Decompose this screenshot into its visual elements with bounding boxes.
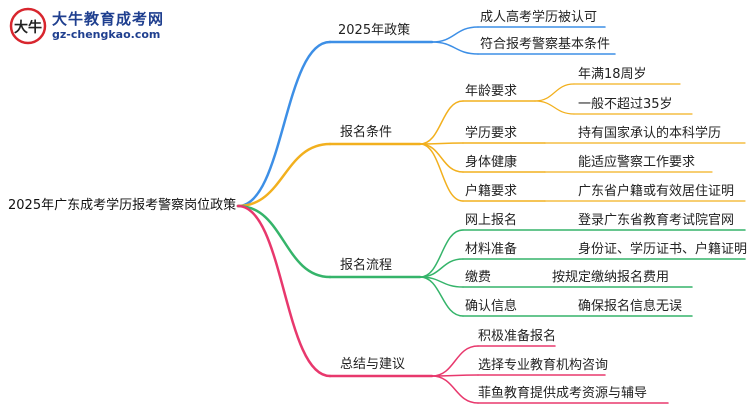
branch-connector xyxy=(236,40,332,208)
condition-item: 学历要求 xyxy=(465,126,518,141)
child-connector xyxy=(419,276,464,317)
summary-item: 选择专业教育机构咨询 xyxy=(478,358,609,373)
root-topic: 2025年广东成考学历报考警察岗位政策 xyxy=(8,198,237,213)
condition-item: 年龄要求 xyxy=(465,84,518,99)
process-item: 缴费 xyxy=(465,270,492,285)
condition-detail: 一般不超过35岁 xyxy=(578,97,673,112)
leaf-connector xyxy=(534,83,575,102)
process-detail: 按规定缴纳报名费用 xyxy=(552,270,670,285)
child-connector xyxy=(419,143,464,173)
process-item: 材料准备 xyxy=(465,242,518,257)
child-connector xyxy=(419,143,464,202)
branch-policy: 2025年政策 xyxy=(338,23,411,38)
branch-process: 报名流程 xyxy=(340,258,393,273)
process-detail: 确保报名信息无误 xyxy=(578,299,683,314)
child-connector xyxy=(419,100,464,145)
site-logo: 大牛 大牛教育成考网 gz-chengkao.com xyxy=(6,6,196,52)
leaf-connector xyxy=(534,100,575,115)
logo-title: 大牛教育成考网 xyxy=(52,10,165,28)
process-item: 确认信息 xyxy=(465,299,518,314)
child-connector xyxy=(431,26,479,43)
condition-detail: 广东省户籍或有效居住证明 xyxy=(578,184,735,199)
branch-connector xyxy=(236,142,332,208)
branch-connector xyxy=(236,204,332,279)
child-connector xyxy=(431,375,479,404)
child-connector xyxy=(431,41,479,55)
condition-item: 户籍要求 xyxy=(465,184,518,199)
summary-item: 菲鱼教育提供成考资源与辅导 xyxy=(478,386,648,401)
branch-summary: 总结与建议 xyxy=(340,357,406,372)
logo-mark-text: 大牛 xyxy=(14,19,42,36)
child-connector xyxy=(419,258,464,278)
branch-connector xyxy=(236,204,332,378)
child-connector xyxy=(431,345,479,377)
condition-detail: 年满18周岁 xyxy=(578,67,647,82)
policy-item: 成人高考学历被认可 xyxy=(480,10,598,25)
condition-detail: 能适应警察工作要求 xyxy=(578,155,696,170)
logo-url: gz-chengkao.com xyxy=(52,28,161,41)
policy-item: 符合报考警察基本条件 xyxy=(480,37,611,52)
condition-detail: 持有国家承认的本科学历 xyxy=(578,126,722,141)
process-item: 网上报名 xyxy=(465,213,518,228)
logo-mark-icon: 大牛 xyxy=(9,7,47,45)
process-detail: 登录广东省教育考试院官网 xyxy=(578,213,735,228)
process-detail: 身份证、学历证书、户籍证明 xyxy=(578,242,748,257)
branch-conditions: 报名条件 xyxy=(340,125,393,140)
summary-item: 积极准备报名 xyxy=(478,329,557,344)
condition-item: 身体健康 xyxy=(465,155,518,170)
child-connector xyxy=(419,229,464,278)
